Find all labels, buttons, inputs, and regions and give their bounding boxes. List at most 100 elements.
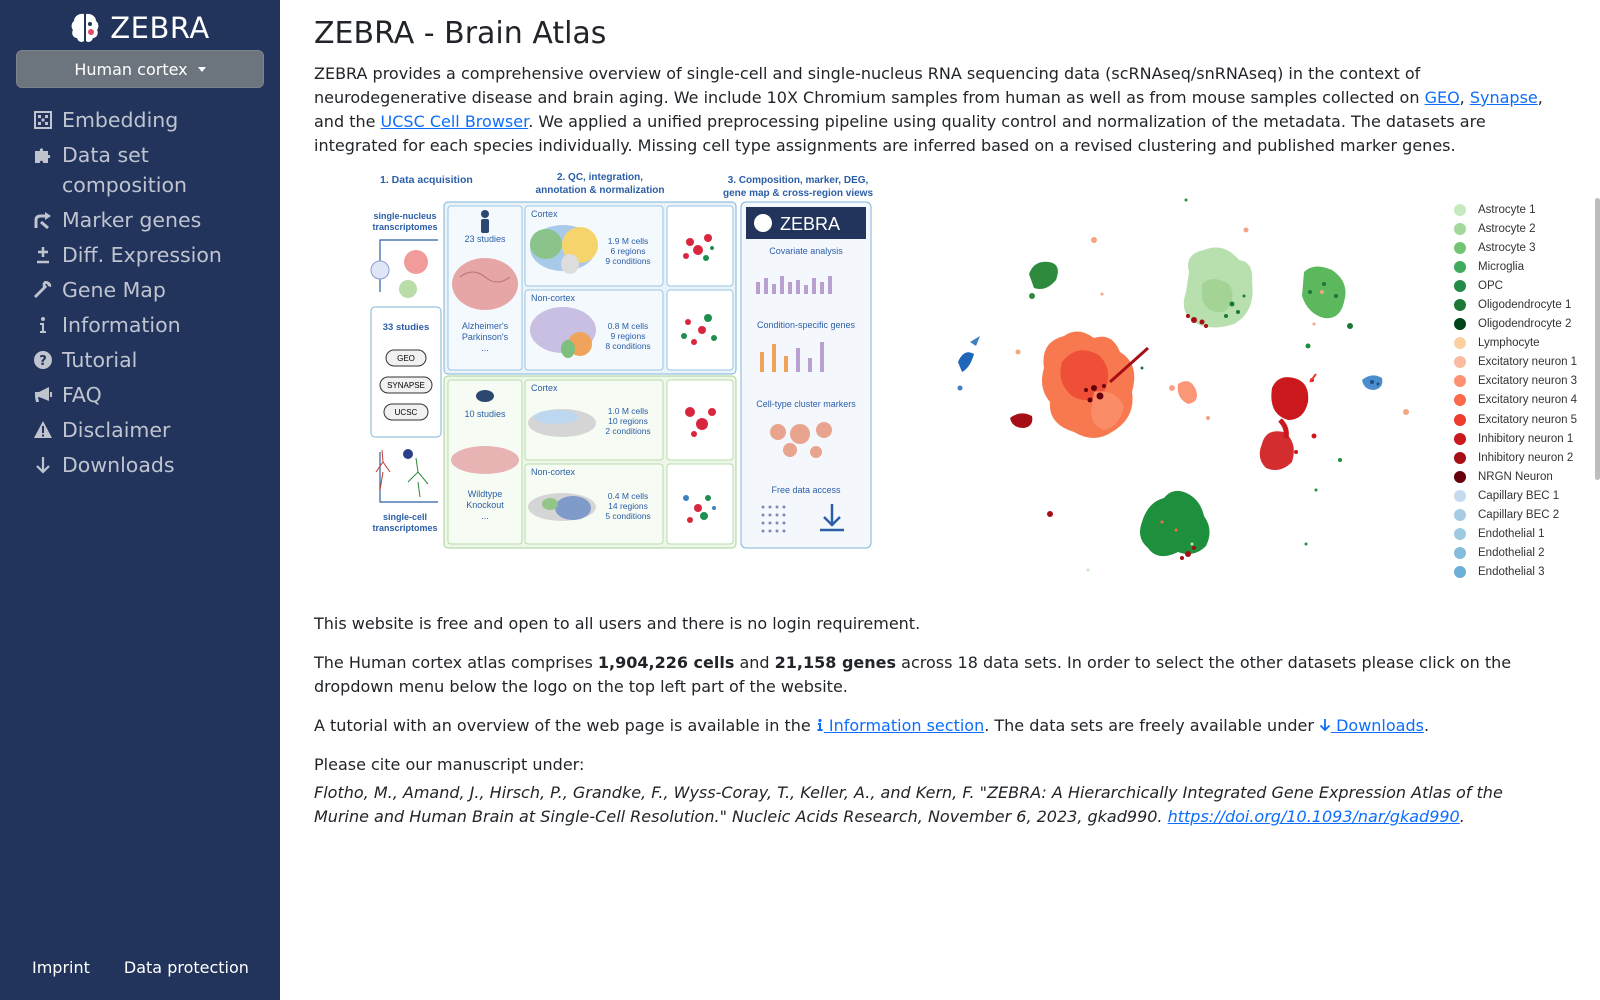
legend-item[interactable]: Astrocyte 2 xyxy=(1454,219,1594,238)
cite-label: Please cite our manuscript under: xyxy=(314,755,585,774)
geo-link[interactable]: GEO xyxy=(1424,88,1460,107)
fig-sc-label-b: transcriptomes xyxy=(372,523,437,533)
legend-swatch xyxy=(1454,279,1466,292)
legend-swatch xyxy=(1454,241,1466,254)
legend-label: Endothelial 1 xyxy=(1478,528,1545,541)
legend-item[interactable]: NRGN Neuron xyxy=(1454,467,1594,486)
question-icon: ? xyxy=(32,345,54,375)
legend-label: Inhibitory neuron 2 xyxy=(1478,451,1574,464)
legend-swatch xyxy=(1454,299,1466,312)
nav-item-downloads[interactable]: Downloads xyxy=(32,450,264,480)
sidebar-footer: Imprint Data protection xyxy=(32,958,249,977)
fig-total-studies: 33 studies xyxy=(383,322,429,333)
fig-stat-3a: 1.0 M cells xyxy=(608,406,649,416)
legend-item[interactable]: Astrocyte 3 xyxy=(1454,238,1594,257)
synapse-link[interactable]: Synapse xyxy=(1469,88,1538,107)
gene-count: 21,158 genes xyxy=(774,653,897,672)
nav-item-disclaimer[interactable]: Disclaimer xyxy=(32,415,264,445)
legend-item[interactable]: Endothelial 1 xyxy=(1454,525,1594,544)
fig-mouse-cortex: Cortex xyxy=(531,383,558,393)
fig-mouse-studies: 10 studies xyxy=(464,409,506,419)
fig-panel-1: Covariate analysis xyxy=(769,246,843,256)
legend-item[interactable]: Oligodendrocyte 1 xyxy=(1454,295,1594,314)
legend-scrollbar[interactable] xyxy=(1595,198,1600,480)
legend-item[interactable]: Inhibitory neuron 2 xyxy=(1454,448,1594,467)
legend-swatch xyxy=(1454,470,1466,483)
nav-item-composition[interactable]: Data set composition xyxy=(32,140,264,200)
citation: Flotho, M., Amand, J., Hirsch, P., Grand… xyxy=(314,783,1503,826)
legend-label: Astrocyte 3 xyxy=(1478,241,1536,254)
legend-label: Excitatory neuron 1 xyxy=(1478,356,1578,369)
brand[interactable]: ZEBRA xyxy=(0,8,280,48)
nav-item-embedding[interactable]: Embedding xyxy=(32,105,264,135)
doi-link[interactable]: https://doi.org/10.1093/nar/gkad990 xyxy=(1167,807,1460,826)
fig-panel-3: Cell-type cluster markers xyxy=(756,399,856,409)
legend-item[interactable]: Endothelial 3 xyxy=(1454,563,1594,582)
nav-item-information[interactable]: Information xyxy=(32,310,264,340)
fig-panel-4: Free data access xyxy=(771,485,841,495)
fig-stat-2c: 8 conditions xyxy=(605,341,650,351)
legend-label: Endothelial 2 xyxy=(1478,547,1545,560)
nav-item-diff-expression[interactable]: Diff. Expression xyxy=(32,240,264,270)
ucsc-link[interactable]: UCSC Cell Browser xyxy=(380,112,529,131)
fig-source-synapse: SYNAPSE xyxy=(387,381,425,390)
legend-item[interactable]: Excitatory neuron 5 xyxy=(1454,410,1594,429)
fig-sn-label-b: transcriptomes xyxy=(372,222,437,232)
downloads-link[interactable]: Downloads xyxy=(1319,716,1424,735)
dataset-dropdown[interactable]: Human cortex xyxy=(16,50,264,88)
nav-item-gene-map[interactable]: Gene Map xyxy=(32,275,264,305)
nav-item-tutorial[interactable]: ? Tutorial xyxy=(32,345,264,375)
legend-item[interactable]: Lymphocyte xyxy=(1454,334,1594,353)
legend-item[interactable] xyxy=(1454,582,1594,584)
fig-disease-1: Alzheimer's xyxy=(462,321,509,331)
legend-item[interactable]: Endothelial 2 xyxy=(1454,544,1594,563)
legend-swatch xyxy=(1454,509,1466,522)
legend-item[interactable]: OPC xyxy=(1454,276,1594,295)
fig-disease-3: ... xyxy=(481,343,489,353)
legend-item[interactable]: Microglia xyxy=(1454,257,1594,276)
warning-icon xyxy=(32,415,54,445)
legend-swatch xyxy=(1454,547,1466,560)
data-protection-link[interactable]: Data protection xyxy=(123,958,249,977)
legend-label: Astrocyte 1 xyxy=(1478,203,1536,216)
wrench-icon xyxy=(32,275,54,305)
fig-model-3: ... xyxy=(481,511,489,521)
fig-stat-2a: 0.8 M cells xyxy=(608,321,649,331)
legend-label: Excitatory neuron 4 xyxy=(1478,394,1578,407)
legend-item[interactable]: Capillary BEC 1 xyxy=(1454,486,1594,505)
legend-item[interactable]: Capillary BEC 2 xyxy=(1454,506,1594,525)
legend-item[interactable]: Inhibitory neuron 1 xyxy=(1454,429,1594,448)
fig-model-1: Wildtype xyxy=(468,489,503,499)
legend-item[interactable]: Excitatory neuron 4 xyxy=(1454,391,1594,410)
legend-item[interactable]: Oligodendrocyte 2 xyxy=(1454,315,1594,334)
brand-name: ZEBRA xyxy=(110,11,210,45)
embedding-plot[interactable] xyxy=(944,192,1414,584)
arrow-down-icon xyxy=(1319,719,1331,732)
fig-stat-3b: 10 regions xyxy=(608,416,648,426)
atlas-summary: The Human cortex atlas comprises 1,904,2… xyxy=(314,653,1512,696)
brain-logo-icon xyxy=(71,13,99,43)
legend-label: Endothelial 3 xyxy=(1478,566,1545,579)
legend-label: Oligodendrocyte 1 xyxy=(1478,299,1572,312)
information-section-link[interactable]: Information section xyxy=(816,716,984,735)
legend-item[interactable]: Excitatory neuron 1 xyxy=(1454,353,1594,372)
arrow-down-icon xyxy=(32,450,54,480)
nav-item-marker-genes[interactable]: Marker genes xyxy=(32,205,264,235)
legend-label: Excitatory neuron 3 xyxy=(1478,375,1578,388)
fig-zebra-logo: ZEBRA xyxy=(780,214,840,234)
fig-step3a: 3. Composition, marker, DEG, xyxy=(728,175,869,186)
legend-item[interactable]: Excitatory neuron 3 xyxy=(1454,372,1594,391)
fig-step1: 1. Data acquisition xyxy=(380,174,473,186)
svg-text:?: ? xyxy=(39,354,47,369)
fig-sc-label-a: single-cell xyxy=(383,512,427,522)
info-icon xyxy=(817,718,823,731)
legend-swatch xyxy=(1454,260,1466,273)
imprint-link[interactable]: Imprint xyxy=(32,958,90,977)
legend-swatch xyxy=(1454,222,1466,235)
fig-stat-1a: 1.9 M cells xyxy=(608,236,649,246)
fig-stat-4c: 5 conditions xyxy=(605,511,650,521)
legend-item[interactable]: Astrocyte 1 xyxy=(1454,200,1594,219)
legend-swatch xyxy=(1454,203,1466,216)
nav-item-faq[interactable]: FAQ xyxy=(32,380,264,410)
legend-label: NRGN Neuron xyxy=(1478,470,1553,483)
